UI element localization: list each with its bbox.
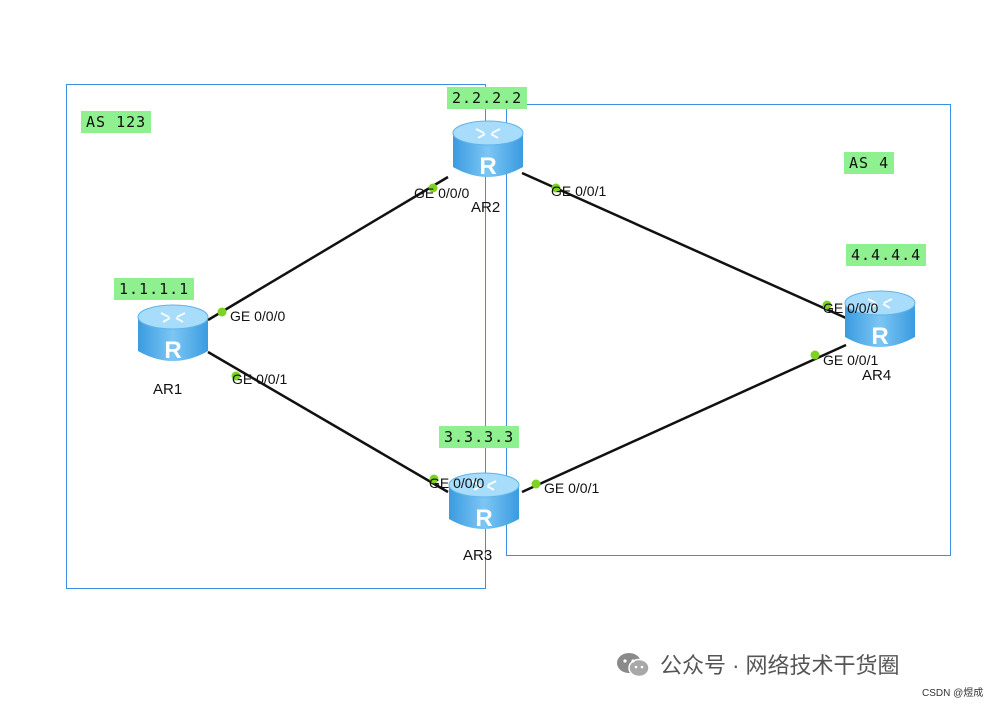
ar4-g1-label: GE 0/0/1: [823, 352, 879, 368]
ar2-name: AR2: [471, 199, 501, 216]
link-ar1-ar3: [207, 350, 449, 494]
port-ar3-g1: [531, 479, 541, 489]
port-ar1-g1: [231, 371, 241, 381]
router-ar1-glyph: R: [164, 337, 181, 364]
link-ar2-ar4: [521, 171, 847, 320]
port-ar3-g0: [429, 474, 439, 484]
router-ar3-glyph: R: [475, 505, 492, 532]
watermark: 公众号 · 网络技术干货圈: [616, 648, 900, 680]
router-ar4-glyph: R: [871, 323, 888, 350]
port-ar1-g0: [217, 307, 227, 317]
ar2-g1-label: GE 0/0/1: [551, 183, 607, 199]
ar4-name: AR4: [862, 367, 892, 384]
port-ar2-g1: [551, 183, 561, 193]
as-4-label: AS 4: [844, 152, 895, 174]
ar4-loopback-label: 4.4.4.4: [846, 244, 927, 266]
ar1-loopback-label: 1.1.1.1: [114, 278, 195, 300]
csdn-credit: CSDN @煜成: [922, 688, 984, 699]
router-ar2-glyph: R: [479, 153, 496, 180]
watermark-text: 公众号 · 网络技术干货圈: [660, 653, 900, 678]
ar3-loopback-label: 3.3.3.3: [439, 426, 520, 448]
port-ar2-g0: [428, 183, 438, 193]
ar2-g0-label: GE 0/0/0: [414, 185, 470, 201]
ar4-g0-label: GE 0/0/0: [823, 300, 879, 316]
as-123-area: [66, 84, 486, 589]
router-ar3-icon[interactable]: R: [447, 471, 521, 535]
wechat-icon: [616, 652, 650, 678]
router-ar1-icon[interactable]: R: [136, 303, 210, 367]
as-4-area: [506, 104, 951, 556]
ar3-name: AR3: [463, 547, 493, 564]
ar1-name: AR1: [153, 381, 183, 398]
router-ar2-icon[interactable]: R: [451, 119, 525, 183]
ar1-g1-label: GE 0/0/1: [232, 371, 288, 387]
ar3-g1-label: GE 0/0/1: [544, 480, 600, 496]
as-123-label: AS 123: [81, 111, 152, 133]
link-ar3-ar4: [521, 343, 847, 494]
ar2-loopback-label: 2.2.2.2: [447, 87, 528, 109]
link-ar1-ar2: [207, 175, 449, 322]
ar1-g0-label: GE 0/0/0: [230, 308, 286, 324]
ar3-g0-label: GE 0/0/0: [429, 475, 485, 491]
port-ar4-g0: [822, 300, 832, 310]
router-ar4-icon[interactable]: R: [843, 289, 917, 353]
port-ar4-g1: [810, 350, 820, 360]
